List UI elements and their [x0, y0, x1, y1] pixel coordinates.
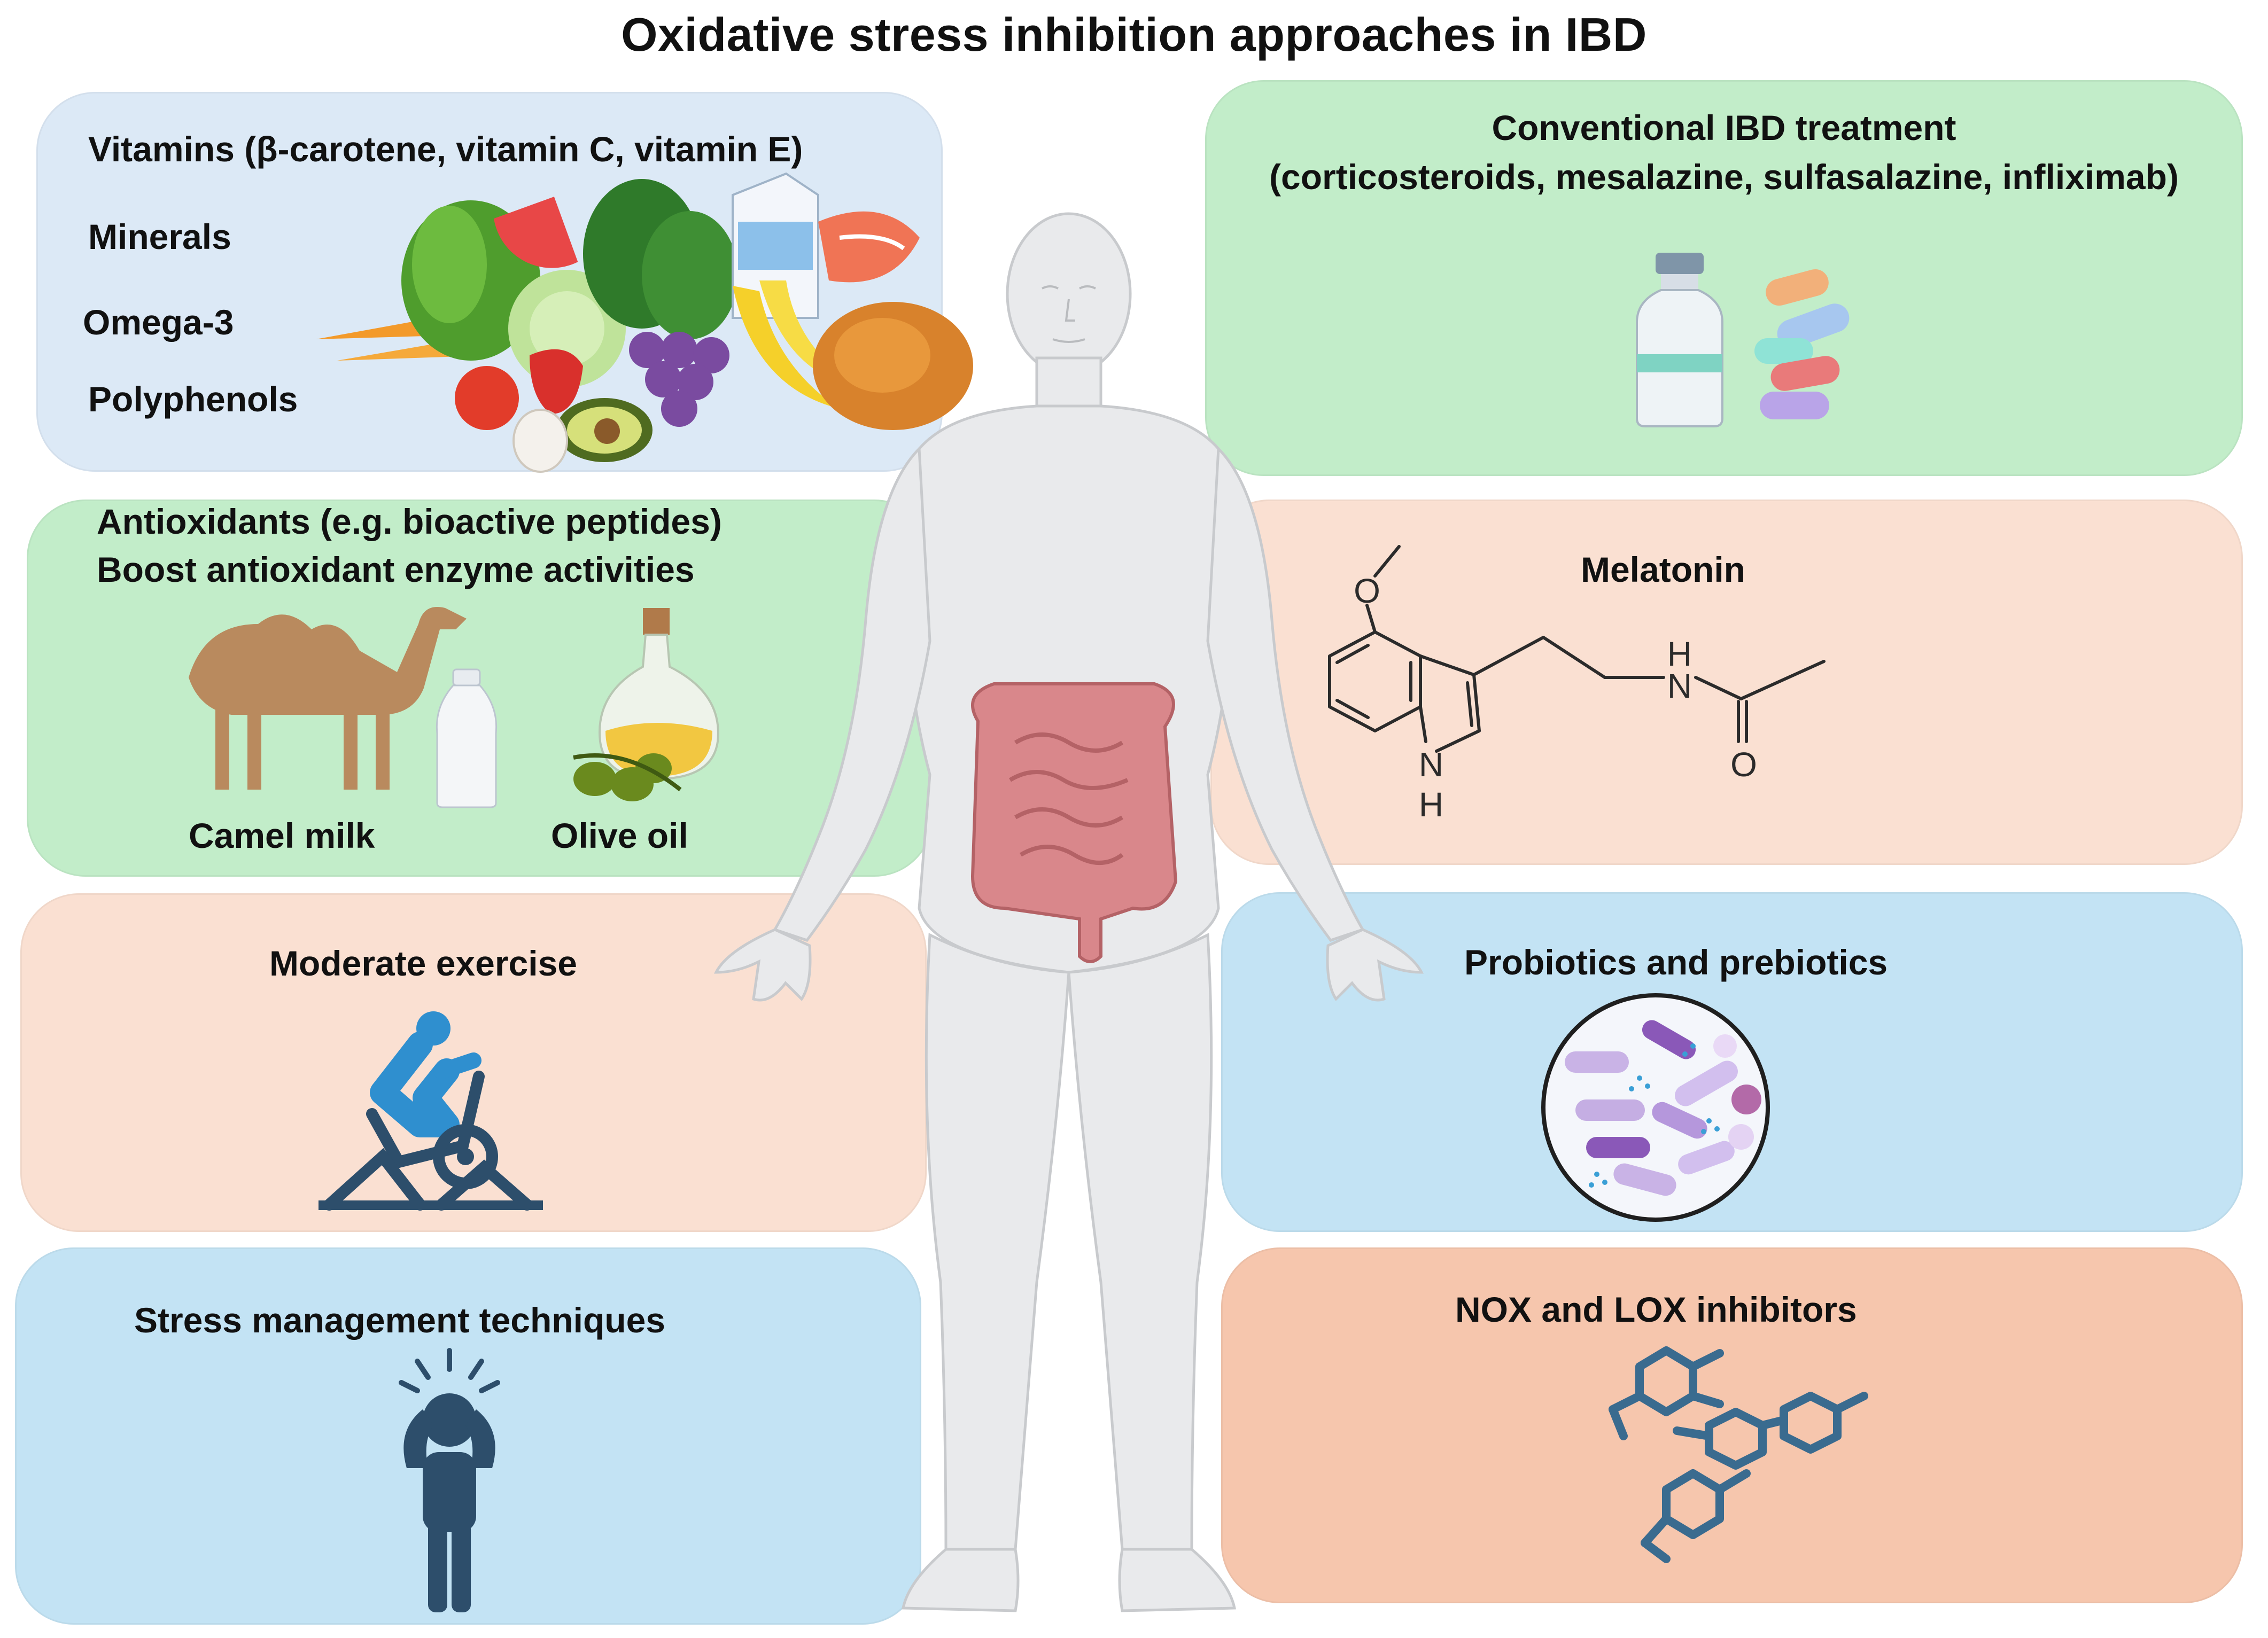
minerals-label: Minerals	[88, 217, 231, 256]
ring-h: H	[1419, 785, 1443, 824]
boost-enzymes-label: Boost antioxidant enzyme activities	[97, 550, 695, 589]
olive-oil-icon	[573, 608, 719, 801]
stress-panel: Stress management techniques	[15, 1247, 921, 1625]
food-group-icon	[316, 172, 973, 473]
vitamins-label: Vitamins (β-carotene, vitamin C, vitamin…	[88, 129, 803, 169]
human-body-icon	[713, 212, 1424, 1612]
stress-label: Stress management techniques	[134, 1300, 665, 1340]
inhibitors-panel: NOX and LOX inhibitors	[1221, 1247, 2243, 1603]
exercise-label: Moderate exercise	[269, 943, 577, 983]
camel-milk-label: Camel milk	[189, 816, 375, 855]
molecule-structures-icon	[1609, 1346, 1868, 1563]
conventional-title: Conventional IBD treatment	[1492, 108, 1956, 147]
exercise-bike-icon	[319, 1011, 543, 1211]
stressed-person-icon	[399, 1348, 500, 1612]
bacteria-petri-icon	[1541, 993, 1770, 1222]
diet-panel: Vitamins (β-carotene, vitamin C, vitamin…	[36, 92, 973, 473]
methoxy-oxygen: O	[1354, 572, 1380, 610]
antioxidants-label: Antioxidants (e.g. bioactive peptides)	[97, 502, 722, 541]
melatonin-label: Melatonin	[1581, 550, 1745, 589]
vial-and-pills-icon	[1636, 253, 1850, 427]
omega3-label: Omega-3	[83, 302, 234, 342]
amide-h: H	[1667, 635, 1692, 673]
melatonin-structure-icon: O H N O N H	[1328, 545, 1826, 824]
amide-n: N	[1667, 667, 1692, 705]
conventional-drugs: (corticosteroids, mesalazine, sulfasalaz…	[1269, 157, 2179, 197]
melatonin-panel: Melatonin O H	[1210, 500, 2243, 865]
ring-n: N	[1419, 745, 1443, 784]
antioxidants-panel: Antioxidants (e.g. bioactive peptides) B…	[27, 500, 933, 877]
milk-bottle-icon	[436, 668, 498, 808]
camel-icon	[189, 607, 467, 790]
probiotics-label: Probiotics and prebiotics	[1464, 942, 1888, 982]
olive-oil-label: Olive oil	[551, 816, 688, 855]
polyphenols-label: Polyphenols	[88, 379, 298, 419]
page-title: Oxidative stress inhibition approaches i…	[621, 8, 1647, 61]
inhibitors-label: NOX and LOX inhibitors	[1455, 1290, 1857, 1329]
carbonyl-oxygen: O	[1730, 745, 1757, 784]
conventional-treatment-panel: Conventional IBD treatment (corticostero…	[1205, 80, 2243, 476]
